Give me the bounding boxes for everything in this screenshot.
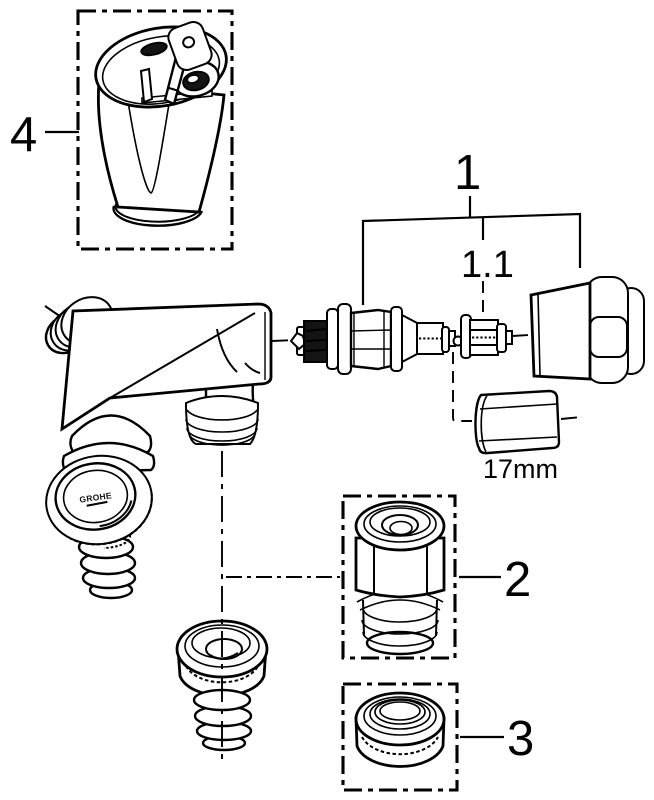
cap-bottom-band	[114, 203, 201, 223]
part4-dashed-box	[76, 9, 234, 251]
knob-bezel	[54, 462, 137, 531]
knob-knurl	[69, 492, 153, 546]
knurled-ring-nut	[354, 691, 446, 768]
part2-dashed-box	[341, 494, 457, 660]
ring-knurling	[361, 736, 439, 756]
hose-union	[175, 619, 269, 752]
cartridge-flange-2	[337, 303, 352, 375]
cap-sleeve	[529, 281, 592, 381]
protective-cap	[94, 25, 228, 227]
union-knurling	[185, 665, 259, 684]
ring-thread-1	[363, 696, 437, 736]
union-bore-shadow	[209, 652, 239, 660]
ring-thread-3	[374, 699, 426, 725]
coupling-rim-inner	[363, 505, 437, 543]
hose-barb-outlet	[77, 534, 137, 600]
key-blade-notch	[168, 87, 180, 92]
cartridge-end-washer	[441, 326, 450, 353]
cover-cap	[529, 276, 645, 384]
tool-end-face	[480, 395, 488, 453]
cap-highlight	[126, 94, 171, 194]
hex-socket-tool: 17mm	[474, 389, 561, 484]
coupling-bottom	[365, 630, 435, 656]
cap-bottom-edge	[112, 205, 204, 227]
tool-facet-lines	[478, 403, 558, 442]
cartridge-tip	[289, 331, 307, 351]
cap-hex-facet	[589, 316, 628, 358]
elbow-curve-2	[244, 362, 261, 374]
release-key	[163, 20, 213, 106]
cartridge-flange-1	[326, 308, 339, 370]
key-hole	[182, 36, 196, 49]
knob-face	[62, 469, 129, 524]
neck-collar-1	[69, 414, 153, 455]
body-crease-line	[109, 312, 256, 399]
coupling-adapter	[354, 500, 446, 656]
part2-group: 2	[226, 494, 531, 660]
cartridge-flange-3	[390, 306, 403, 372]
adapter-nub	[505, 330, 513, 345]
coupling-threads	[361, 607, 439, 647]
part1-sub-label: 1.1	[461, 244, 514, 286]
spline-adapter	[460, 281, 513, 359]
part3-group: 3	[341, 682, 534, 792]
valve-body-group: GROHE	[44, 296, 273, 600]
grohe-logo-underline	[86, 500, 108, 507]
part4-group: 4	[10, 9, 234, 251]
cartridge-body-facets	[350, 311, 392, 368]
coupling-valve-ball	[389, 520, 413, 536]
cap-slot	[140, 41, 168, 57]
part4-label: 4	[10, 108, 37, 162]
cap-tab	[139, 67, 154, 104]
adapter-spline-grooves	[470, 329, 498, 346]
tool-axis-right	[560, 416, 583, 420]
knob-shadow	[99, 500, 133, 528]
adapter-flange-right	[496, 323, 507, 353]
seal-stack-lines	[305, 328, 327, 352]
ring-bore	[379, 701, 421, 721]
elbow-curve-1	[216, 328, 238, 373]
tool-outline	[474, 389, 561, 455]
part2-label: 2	[504, 553, 531, 607]
grohe-logo: GROHE	[79, 490, 113, 504]
cartridge	[289, 303, 464, 375]
part1-label: 1	[454, 146, 481, 200]
axis-segment-adapter-cap	[511, 334, 530, 337]
cap-top-inner-rim	[101, 35, 221, 105]
coupling-hex-facets	[373, 545, 428, 593]
part3-label: 3	[507, 712, 534, 766]
cap-sleeve-edge	[537, 293, 541, 376]
key-boss-center	[186, 73, 200, 85]
coupling-bore	[381, 514, 419, 536]
stem-to-tool-dashed-line	[452, 352, 472, 422]
ring-thread-2	[369, 698, 431, 730]
axis-segment-body-cartridge	[271, 339, 297, 342]
part3-dashed-box	[341, 682, 459, 792]
callout-1-bracket	[361, 212, 582, 305]
coupling-hex	[354, 536, 446, 599]
tool-size-label: 17mm	[483, 454, 558, 484]
cartridge-spline-housing	[416, 322, 444, 355]
callout-1: 1 1.1	[361, 146, 582, 305]
threaded-outlet	[184, 394, 260, 446]
shutoff-knob: GROHE	[45, 454, 153, 546]
cartridge-body	[349, 308, 393, 371]
coupling-thread-sides	[362, 599, 438, 637]
barb-shade	[103, 534, 132, 549]
